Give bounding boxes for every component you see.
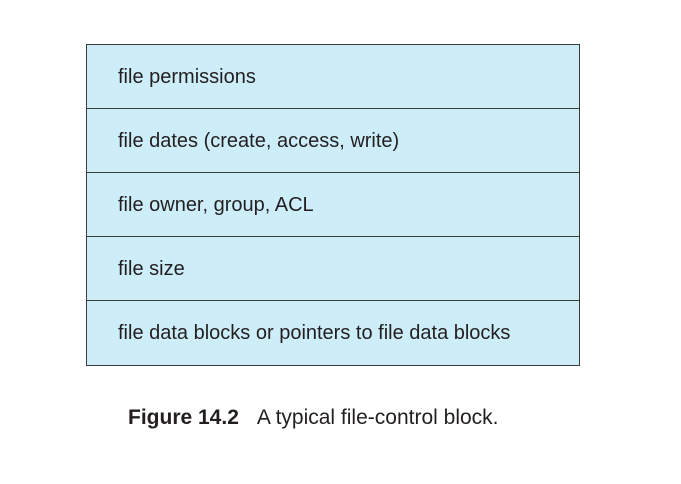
fcb-row-label: file size	[118, 257, 185, 280]
figure-caption-text: A typical file-control block.	[256, 406, 499, 429]
fcb-row-owner: file owner, group, ACL	[87, 173, 579, 237]
fcb-row-label: file dates (create, access, write)	[118, 129, 400, 152]
fcb-row-size: file size	[87, 237, 579, 301]
fcb-row-permissions: file permissions	[87, 45, 579, 109]
fcb-row-label: file permissions	[118, 65, 256, 88]
fcb-row-dates: file dates (create, access, write)	[87, 109, 579, 173]
fcb-row-data-blocks: file data blocks or pointers to file dat…	[87, 301, 579, 365]
figure-caption: Figure 14.2 A typical file-control block.	[128, 406, 499, 430]
fcb-row-label: file owner, group, ACL	[118, 193, 314, 216]
file-control-block-diagram: file permissions file dates (create, acc…	[86, 44, 580, 366]
fcb-row-label: file data blocks or pointers to file dat…	[118, 322, 511, 344]
figure-number: Figure 14.2	[128, 406, 239, 429]
